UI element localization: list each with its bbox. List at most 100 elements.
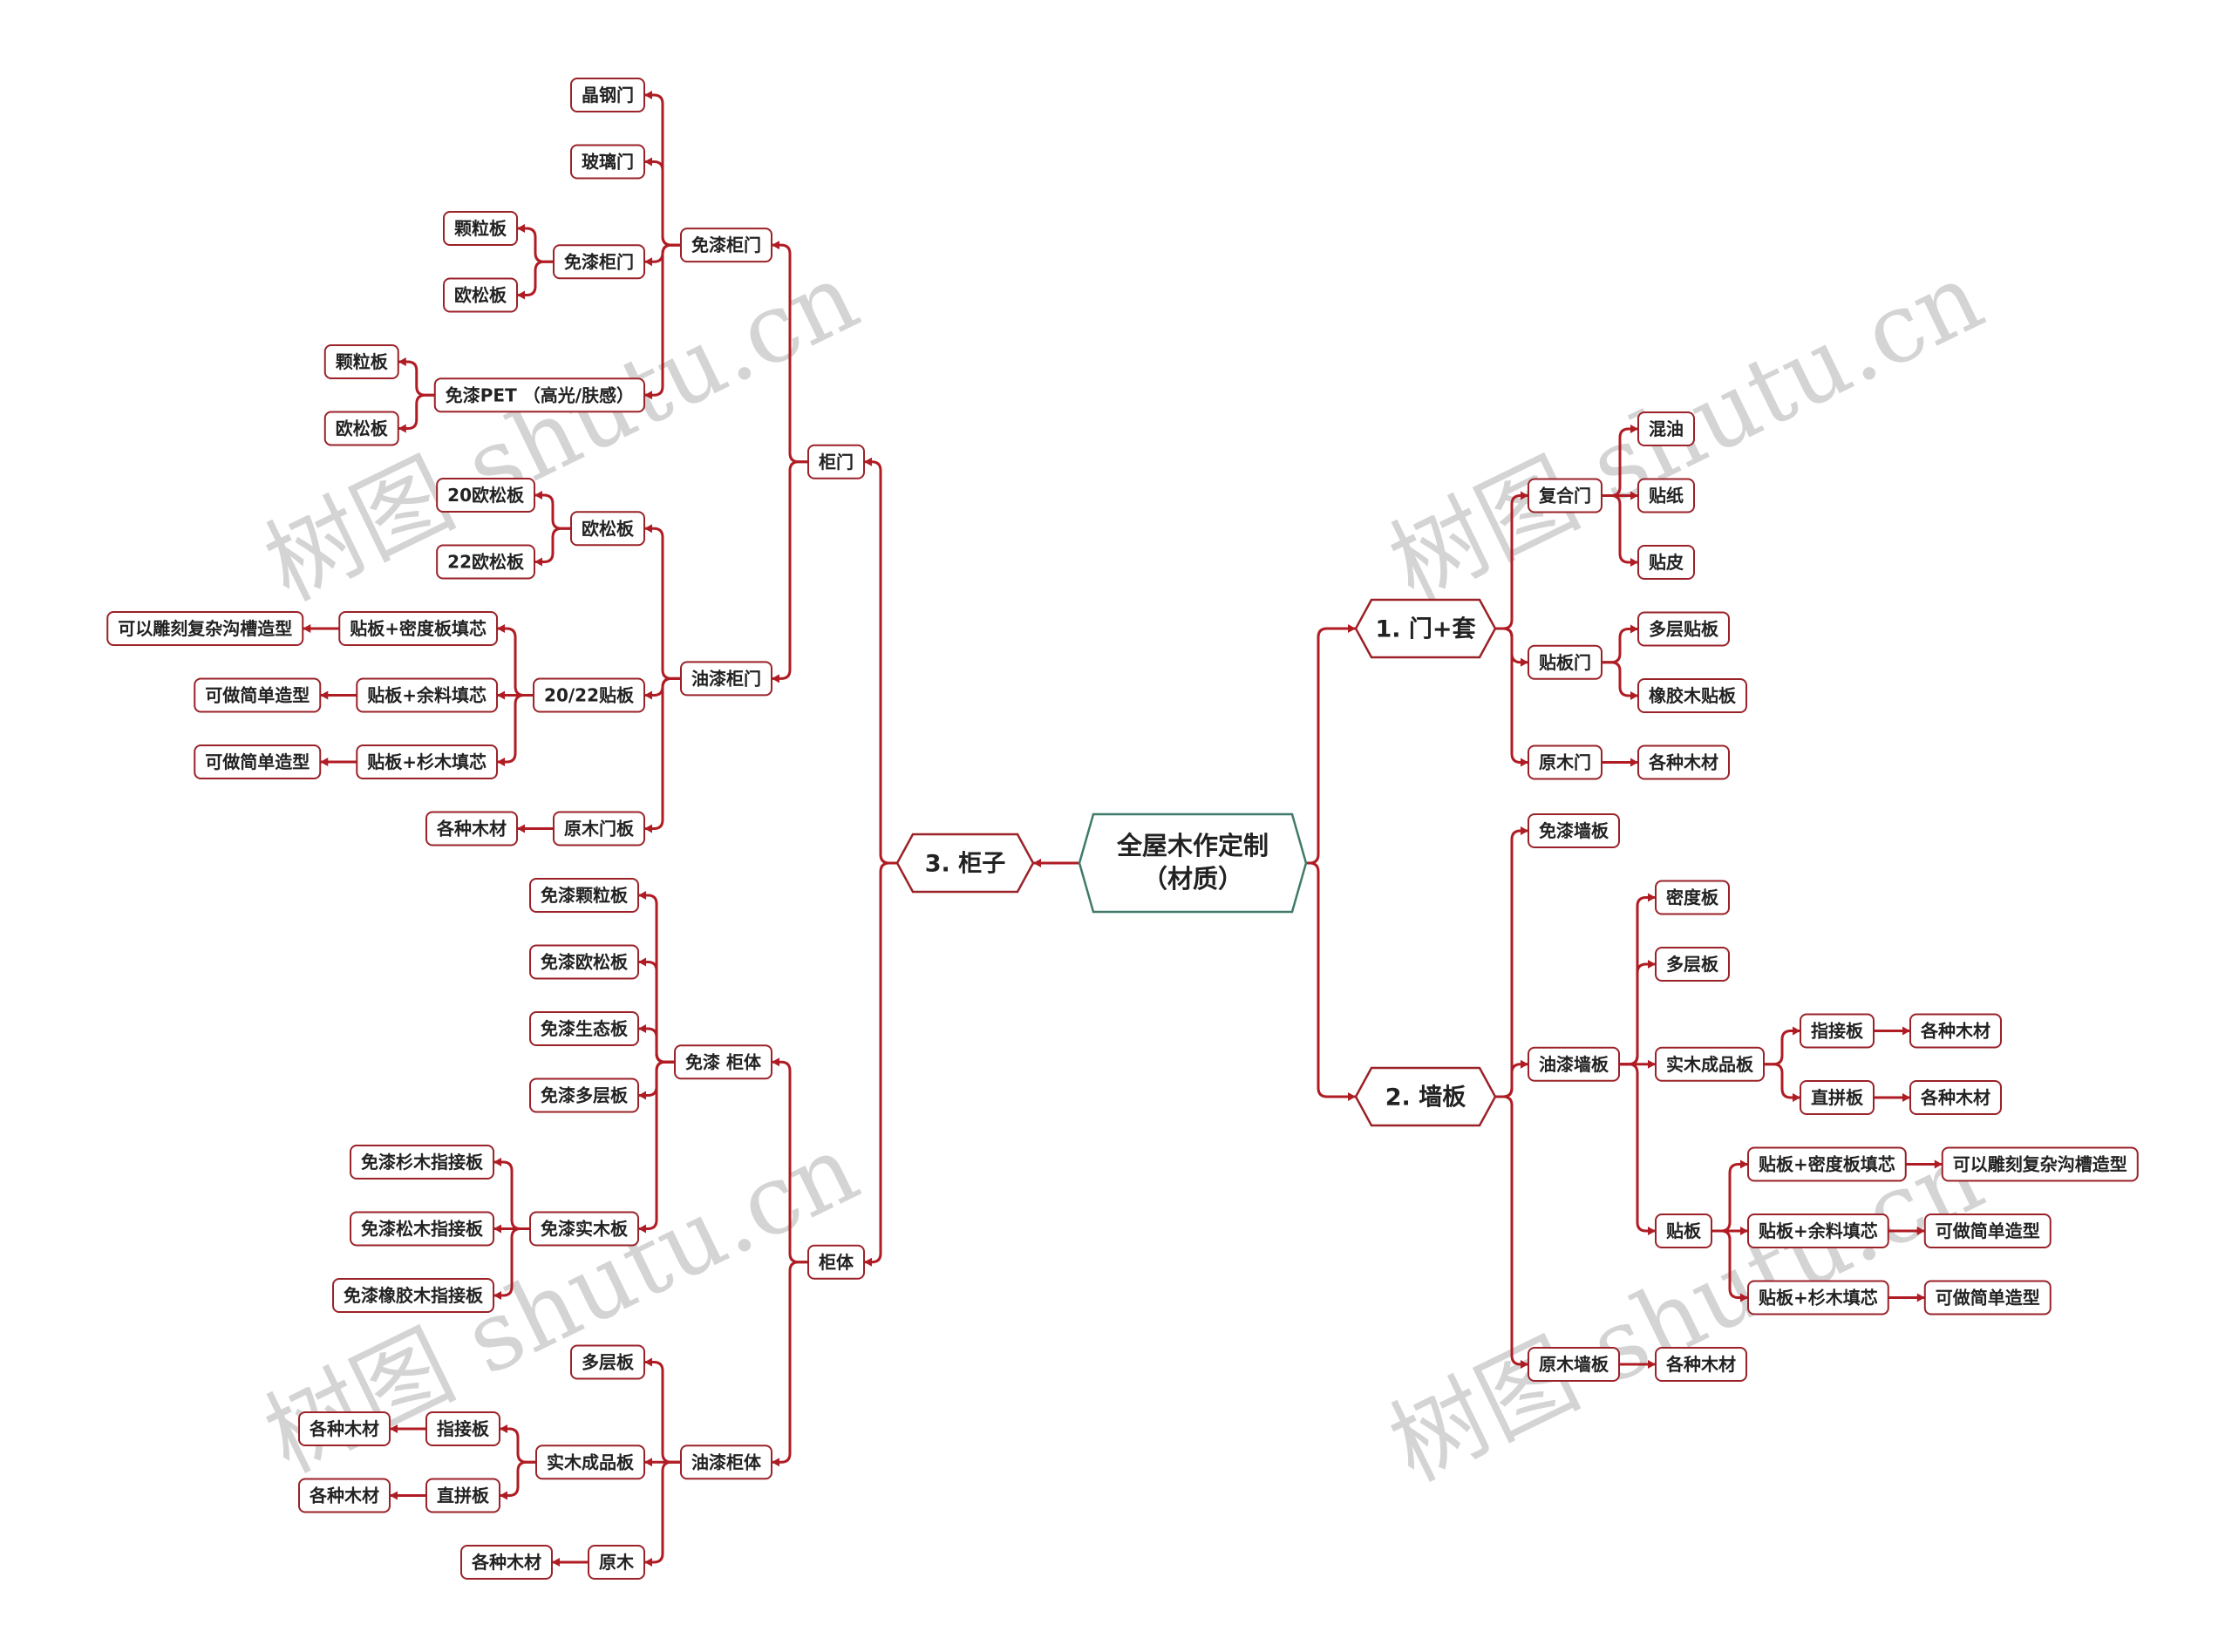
node-免漆橡胶木指接板[interactable]: 免漆橡胶木指接板 — [332, 1278, 495, 1313]
node-label: 晶钢门 — [582, 85, 634, 105]
node-box — [194, 677, 322, 713]
node-免漆pet-高光-肤感[interactable]: 免漆PET （高光/肤感） — [433, 377, 645, 413]
node-欧松板[interactable]: 欧松板 — [443, 277, 518, 313]
node-实木成品板[interactable]: 实木成品板 — [535, 1445, 645, 1480]
node-label: 免漆杉木指接板 — [361, 1152, 484, 1173]
node-免漆欧松板[interactable]: 免漆欧松板 — [529, 944, 640, 980]
node-label: 各种木材 — [1665, 1354, 1736, 1375]
node-各种木材[interactable]: 各种木材 — [298, 1411, 391, 1446]
node-贴板-密度板填芯[interactable]: 贴板+密度板填芯 — [338, 611, 499, 646]
node-label: 各种木材 — [1648, 752, 1718, 773]
node-贴皮[interactable]: 贴皮 — [1637, 545, 1695, 580]
node-layer: 全屋木作定制（材质）1. 门+套复合门混油贴纸贴皮贴板门多层贴板橡胶木贴板原木门… — [106, 78, 2139, 1580]
connector — [1602, 661, 1638, 697]
node-颗粒板[interactable]: 颗粒板 — [443, 211, 518, 246]
node-各种木材[interactable]: 各种木材 — [1637, 744, 1730, 780]
node-各种木材[interactable]: 各种木材 — [298, 1478, 391, 1513]
node-免漆生态板[interactable]: 免漆生态板 — [529, 1011, 640, 1046]
node-玻璃门[interactable]: 玻璃门 — [570, 144, 645, 180]
node-多层板[interactable]: 多层板 — [1655, 947, 1730, 982]
node-免漆多层板[interactable]: 免漆多层板 — [529, 1078, 640, 1113]
connector-arrow — [638, 891, 647, 900]
connector — [1711, 1229, 1748, 1299]
connector-arrow — [772, 674, 779, 683]
node-label: 密度板 — [1666, 887, 1719, 908]
node-免漆颗粒板[interactable]: 免漆颗粒板 — [529, 878, 640, 913]
node-各种木材[interactable]: 各种木材 — [460, 1545, 553, 1580]
node-贴板-杉木填芯[interactable]: 贴板+杉木填芯 — [1747, 1280, 1889, 1315]
node-box — [1528, 813, 1620, 848]
connector-arrow — [1902, 1026, 1910, 1036]
node-可以雕刻复杂沟槽造型[interactable]: 可以雕刻复杂沟槽造型 — [1941, 1146, 2139, 1182]
node-直拼板[interactable]: 直拼板 — [1800, 1080, 1875, 1115]
node-免漆杉木指接板[interactable]: 免漆杉木指接板 — [350, 1145, 495, 1180]
node-原木门板[interactable]: 原木门板 — [553, 811, 645, 846]
node-各种木材[interactable]: 各种木材 — [1909, 1013, 2002, 1049]
node-原木[interactable]: 原木 — [588, 1545, 645, 1580]
node-油漆柜门[interactable]: 油漆柜门 — [680, 661, 772, 697]
node-贴板-余料填芯[interactable]: 贴板+余料填芯 — [1747, 1214, 1889, 1248]
node-免漆墙板[interactable]: 免漆墙板 — [1528, 813, 1620, 848]
node-贴板-密度板填芯[interactable]: 贴板+密度板填芯 — [1747, 1146, 1907, 1182]
node-晶钢门[interactable]: 晶钢门 — [570, 78, 645, 112]
node-复合门[interactable]: 复合门 — [1528, 478, 1603, 513]
connector-arrow — [497, 624, 506, 633]
node-免漆松木指接板[interactable]: 免漆松木指接板 — [350, 1211, 495, 1247]
node-可做简单造型[interactable]: 可做简单造型 — [1923, 1214, 2052, 1248]
node-免漆柜门[interactable]: 免漆柜门 — [553, 244, 645, 280]
node-贴纸[interactable]: 贴纸 — [1637, 478, 1695, 513]
root-node[interactable]: 全屋木作定制（材质） — [1078, 812, 1308, 914]
node-免漆-柜体[interactable]: 免漆 柜体 — [674, 1044, 772, 1080]
node-免漆实木板[interactable]: 免漆实木板 — [529, 1211, 640, 1247]
node-可以雕刻复杂沟槽造型[interactable]: 可以雕刻复杂沟槽造型 — [106, 611, 304, 646]
node-欧松板[interactable]: 欧松板 — [323, 411, 399, 446]
node-贴板-余料填芯[interactable]: 贴板+余料填芯 — [356, 677, 499, 713]
branch-cabinets[interactable]: 3. 柜子 — [895, 833, 1035, 894]
node-label: 多层板 — [582, 1352, 635, 1373]
node-label: 20/22贴板 — [544, 685, 635, 706]
node-密度板[interactable]: 密度板 — [1655, 880, 1730, 915]
node-各种木材[interactable]: 各种木材 — [1655, 1347, 1747, 1382]
node-box — [1354, 598, 1497, 659]
node-贴板[interactable]: 贴板 — [1655, 1214, 1712, 1248]
connector-arrow — [772, 241, 779, 250]
node-box — [1528, 744, 1603, 780]
node-颗粒板[interactable]: 颗粒板 — [323, 344, 399, 379]
node-多层贴板[interactable]: 多层贴板 — [1637, 611, 1730, 647]
node-label: 贴板门 — [1539, 652, 1591, 673]
root-box — [1078, 812, 1308, 914]
node-油漆柜体[interactable]: 油漆柜体 — [680, 1445, 772, 1480]
node-贴板门[interactable]: 贴板门 — [1528, 644, 1603, 680]
node-指接板[interactable]: 指接板 — [1800, 1013, 1875, 1049]
node-label: 可做简单造型 — [205, 751, 310, 772]
node-贴板-杉木填芯[interactable]: 贴板+杉木填芯 — [356, 744, 499, 779]
node-20欧松板[interactable]: 20欧松板 — [436, 478, 535, 513]
node-可做简单造型[interactable]: 可做简单造型 — [1923, 1280, 2052, 1315]
node-油漆墙板[interactable]: 油漆墙板 — [1528, 1046, 1620, 1082]
node-实木成品板[interactable]: 实木成品板 — [1655, 1046, 1765, 1082]
node-22欧松板[interactable]: 22欧松板 — [436, 544, 535, 580]
node-各种木材[interactable]: 各种木材 — [425, 811, 518, 846]
node-原木墙板[interactable]: 原木墙板 — [1528, 1347, 1620, 1382]
node-橡胶木贴板[interactable]: 橡胶木贴板 — [1637, 678, 1747, 713]
node-直拼板[interactable]: 直拼板 — [425, 1478, 500, 1513]
node-免漆柜门[interactable]: 免漆柜门 — [680, 228, 772, 263]
node-可做简单造型[interactable]: 可做简单造型 — [194, 677, 322, 713]
node-柜体[interactable]: 柜体 — [807, 1244, 865, 1280]
node-欧松板[interactable]: 欧松板 — [570, 511, 645, 547]
node-box — [1909, 1080, 2002, 1115]
node-柜门[interactable]: 柜门 — [807, 444, 865, 479]
node-混油[interactable]: 混油 — [1637, 411, 1695, 446]
node-各种木材[interactable]: 各种木材 — [1909, 1080, 2002, 1115]
node-label: 贴板+杉木填芯 — [1759, 1288, 1878, 1309]
node-原木门[interactable]: 原木门 — [1528, 744, 1603, 780]
node-20-22贴板[interactable]: 20/22贴板 — [533, 677, 645, 713]
node-多层板[interactable]: 多层板 — [570, 1344, 645, 1380]
node-指接板[interactable]: 指接板 — [425, 1411, 500, 1446]
branch-doors[interactable]: 1. 门+套 — [1354, 598, 1497, 659]
node-box — [1747, 1280, 1889, 1315]
node-box — [1655, 880, 1730, 915]
connector — [398, 393, 435, 430]
node-可做简单造型[interactable]: 可做简单造型 — [194, 744, 322, 779]
branch-wall-panels[interactable]: 2. 墙板 — [1354, 1066, 1497, 1127]
